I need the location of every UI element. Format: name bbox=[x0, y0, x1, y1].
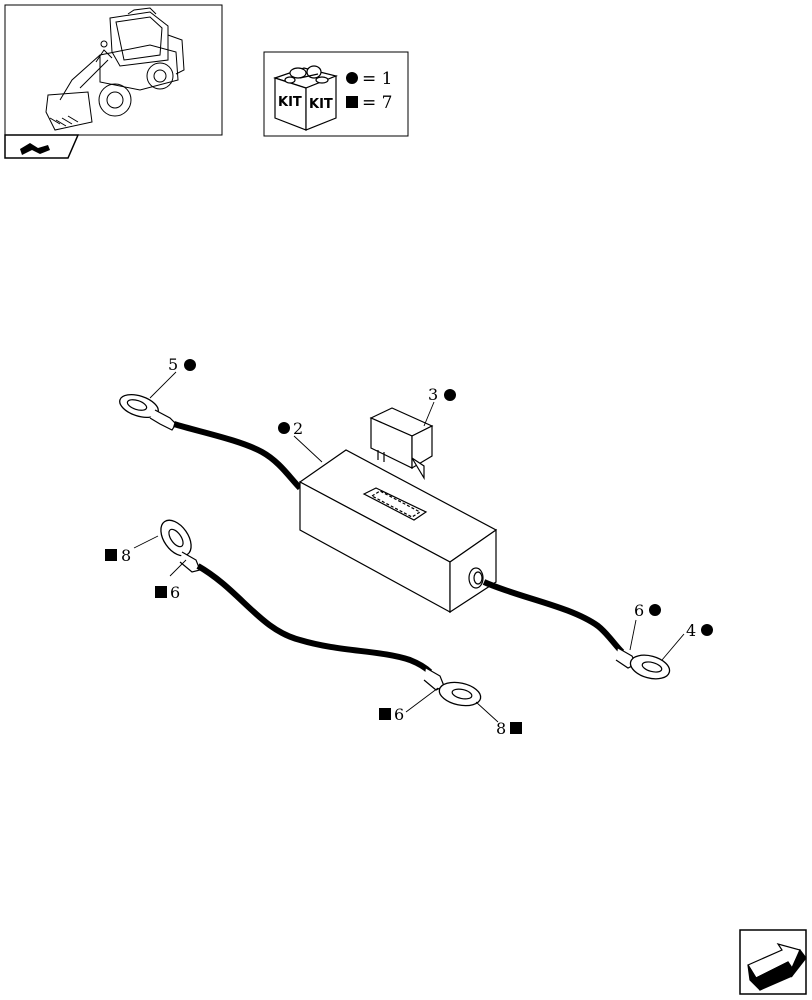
filled-square-icon bbox=[155, 586, 167, 598]
square-quantity: = 7 bbox=[362, 93, 392, 113]
callout-5: 5 bbox=[168, 355, 196, 374]
next-page-arrow-icon bbox=[747, 942, 807, 991]
callout-8-bottom: 8 bbox=[496, 719, 522, 738]
callout-number: 6 bbox=[394, 705, 404, 724]
filled-circle-icon bbox=[346, 72, 358, 84]
filled-square-icon bbox=[105, 549, 117, 561]
callout-6-bottom: 6 bbox=[379, 705, 404, 724]
filled-square-icon bbox=[379, 708, 391, 720]
callout-4: 4 bbox=[686, 621, 713, 640]
callout-number: 8 bbox=[496, 719, 506, 738]
kit-box-icon bbox=[273, 65, 338, 131]
kit-legend: KIT KIT = 1 = 7 bbox=[263, 51, 409, 137]
filled-circle-icon bbox=[701, 624, 713, 636]
circle-quantity: = 1 bbox=[362, 69, 392, 89]
callout-number: 4 bbox=[686, 621, 696, 640]
callout-2: 2 bbox=[278, 419, 303, 438]
callout-number: 2 bbox=[293, 419, 303, 438]
filled-circle-icon bbox=[649, 604, 661, 616]
filled-circle-icon bbox=[184, 359, 196, 371]
cable-part-4[interactable] bbox=[482, 579, 672, 683]
cable-part-5[interactable] bbox=[117, 390, 303, 491]
callout-number: 6 bbox=[170, 583, 180, 602]
callout-number: 3 bbox=[428, 385, 438, 404]
machine-thumbnail[interactable] bbox=[4, 4, 223, 159]
relay-part-3[interactable] bbox=[369, 407, 434, 481]
kit-label-right: KIT bbox=[309, 97, 333, 112]
filled-circle-icon bbox=[444, 389, 456, 401]
filled-circle-icon bbox=[278, 422, 290, 434]
arrow-tab-icon bbox=[20, 143, 50, 155]
callout-3: 3 bbox=[428, 385, 456, 404]
box-part-2[interactable] bbox=[298, 449, 498, 614]
callout-8-left: 8 bbox=[105, 546, 131, 565]
callout-6-left: 6 bbox=[155, 583, 180, 602]
cable-part-8[interactable] bbox=[155, 515, 483, 709]
next-page-button[interactable] bbox=[739, 929, 807, 995]
callout-number: 6 bbox=[634, 601, 644, 620]
callout-number: 8 bbox=[121, 546, 131, 565]
filled-square-icon bbox=[510, 722, 522, 734]
leader-lines bbox=[133, 371, 685, 723]
kit-label-left: KIT bbox=[278, 95, 302, 110]
callout-number: 5 bbox=[168, 355, 178, 374]
filled-square-icon bbox=[346, 96, 358, 108]
callout-6-right: 6 bbox=[634, 601, 661, 620]
wheel-loader-icon bbox=[45, 7, 185, 131]
